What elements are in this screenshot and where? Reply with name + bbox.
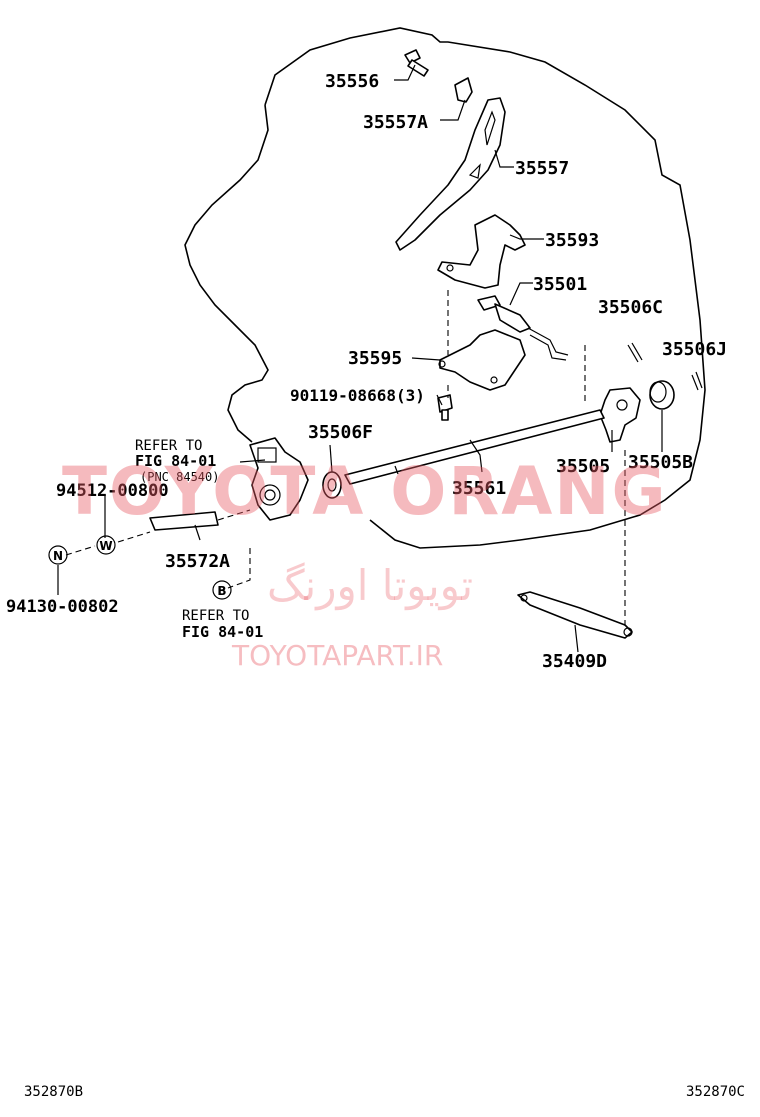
label-35593[interactable]: 35593	[545, 230, 599, 251]
bolt-35556[interactable]	[404, 49, 429, 77]
bracket-35572A[interactable]	[149, 511, 219, 531]
leader-lines	[57, 64, 663, 653]
svg-text:(PNC 84540): (PNC 84540)	[140, 470, 219, 484]
label-35409D[interactable]: 35409D	[542, 651, 607, 672]
footer-code-left: 352870B	[24, 1084, 83, 1100]
footer-code-right: 352870C	[686, 1084, 745, 1100]
callout-w: W	[96, 535, 116, 555]
label-35572A[interactable]: 35572A	[165, 551, 230, 572]
watermark-farsi: تویوتا اورنگ	[267, 561, 473, 610]
label-35506C[interactable]: 35506C	[598, 297, 663, 318]
bolt-90119[interactable]	[437, 394, 453, 421]
label-35501[interactable]: 35501	[533, 274, 587, 295]
bracket-35593[interactable]	[437, 214, 526, 289]
bracket-35557[interactable]	[395, 97, 506, 251]
label-35561[interactable]: 35561	[452, 478, 506, 499]
svg-text:W: W	[99, 539, 112, 553]
watermark-url: TOYOTAPART.IR	[231, 639, 443, 672]
svg-text:N: N	[53, 549, 63, 563]
label-35505[interactable]: 35505	[556, 456, 610, 477]
clip-35557A[interactable]	[454, 77, 473, 103]
svg-text:REFER TO: REFER TO	[182, 608, 249, 624]
callout-b: B	[212, 580, 232, 600]
label-35556[interactable]: 35556	[325, 71, 379, 92]
label-35557[interactable]: 35557	[515, 158, 569, 179]
center-lines	[65, 290, 626, 628]
label-35506F[interactable]: 35506F	[308, 422, 373, 443]
bracket-35595[interactable]	[438, 329, 526, 391]
rod-35409D[interactable]	[517, 591, 633, 639]
svg-text:B: B	[217, 584, 226, 598]
bushing-35505B[interactable]	[649, 380, 675, 410]
watermark-brand: TOYOTA ORANG	[62, 453, 668, 530]
label-35505B[interactable]: 35505B	[628, 452, 693, 473]
linkage-35501[interactable]	[477, 295, 569, 361]
label-35595[interactable]: 35595	[348, 348, 402, 369]
pin-35506J[interactable]	[691, 371, 703, 391]
refer-note-2: REFER TO FIG 84-01	[182, 608, 263, 641]
label-90119[interactable]: 90119-08668(3)	[290, 386, 425, 405]
pin-35506C[interactable]	[627, 342, 643, 363]
label-94130[interactable]: 94130-00802	[6, 597, 119, 617]
svg-text:FIG 84-01: FIG 84-01	[182, 623, 263, 641]
transmission-case-outline	[184, 27, 706, 549]
label-94512[interactable]: 94512-00800	[56, 481, 169, 501]
neutral-start-switch[interactable]	[249, 437, 309, 521]
svg-text:FIG 84-01: FIG 84-01	[135, 452, 216, 470]
callout-n: N	[48, 545, 68, 565]
svg-text:REFER TO: REFER TO	[135, 438, 202, 454]
lever-35505[interactable]	[599, 387, 641, 443]
label-35506J[interactable]: 35506J	[662, 339, 727, 360]
refer-note-1: REFER TO FIG 84-01 (PNC 84540)	[135, 438, 219, 484]
label-35557A[interactable]: 35557A	[363, 112, 428, 133]
